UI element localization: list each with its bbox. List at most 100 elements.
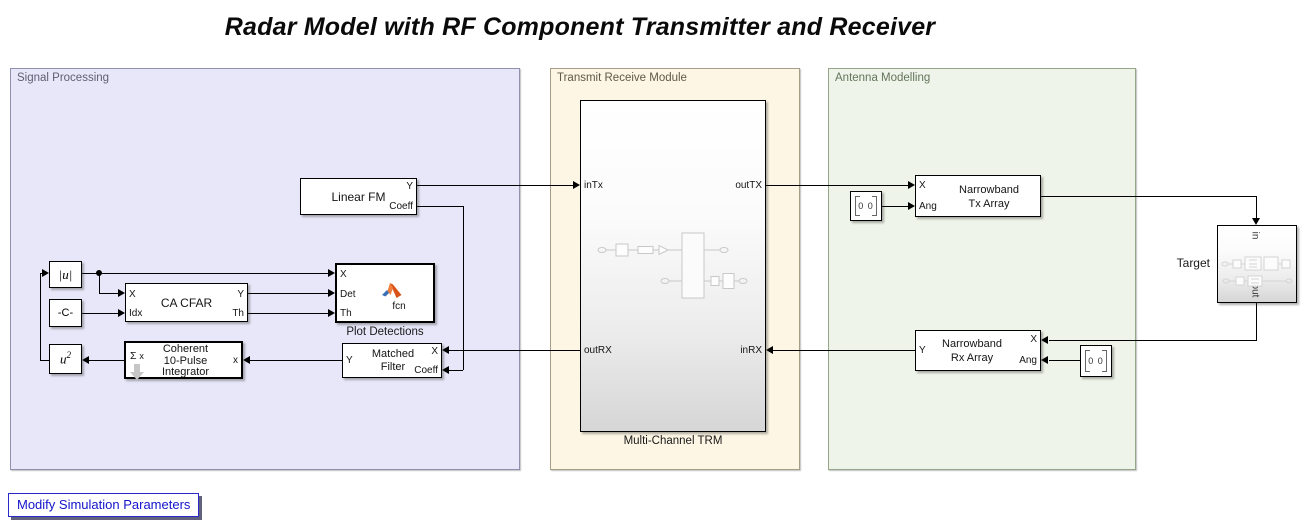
wire-rxsteer-to-ang[interactable] [1049, 360, 1080, 361]
wire-mf-to-integrator[interactable] [250, 360, 342, 361]
block-matched-filter[interactable]: Y X Coeff Matched Filter [342, 343, 442, 378]
fcn-label: fcn [392, 301, 406, 312]
port-x-lower: x [233, 355, 238, 366]
port-y: Y [237, 289, 244, 300]
arrowhead [1252, 218, 1260, 225]
block-narrowband-rx-array[interactable]: X Ang Y Narrowband Rx Array [915, 330, 1041, 371]
rx-array-line1: Narrowband [942, 338, 1002, 350]
wire-coeff-to-mf[interactable] [449, 370, 463, 371]
down-arrow-icon [130, 372, 144, 380]
integrator-line3: Integrator [161, 366, 210, 378]
rx-steer-value: 0 0 [1088, 356, 1104, 366]
wire-linearfm-to-intx[interactable] [417, 185, 573, 186]
wire-txarray-to-target-v[interactable] [1256, 196, 1257, 218]
region-signal-processing-label: Signal Processing [17, 72, 110, 84]
block-abs[interactable]: |u| [49, 261, 82, 288]
port-inrx: inRX [740, 345, 762, 356]
port-y: Y [346, 355, 353, 366]
multichannel-trm-name: Multi-Channel TRM [623, 435, 723, 447]
block-target[interactable]: in out [1217, 225, 1297, 303]
port-x: X [1030, 334, 1037, 345]
arrowhead [908, 202, 915, 210]
port-outrx: outRX [584, 345, 612, 356]
block-constant-negc[interactable]: -C- [49, 299, 82, 327]
port-x: X [129, 289, 136, 300]
port-ang: Ang [919, 201, 937, 212]
modify-simulation-parameters-label: Modify Simulation Parameters [17, 497, 191, 512]
arrowhead [82, 356, 89, 364]
port-outtx: outTX [735, 180, 762, 191]
wire-outtx-to-txarray[interactable] [766, 185, 908, 186]
block-multichannel-trm[interactable]: inTx outTX outRX inRX [580, 100, 766, 432]
port-y: Y [406, 181, 413, 192]
model-title: Radar Model with RF Component Transmitte… [224, 13, 936, 41]
arrowhead [118, 309, 125, 317]
block-narrowband-tx-array[interactable]: X Ang Narrowband Tx Array [915, 175, 1041, 217]
region-signal-processing[interactable]: Signal Processing [10, 68, 520, 470]
port-idx: Idx [129, 308, 143, 319]
rx-array-line2: Rx Array [950, 352, 994, 364]
modify-simulation-parameters-link[interactable]: Modify Simulation Parameters [8, 493, 200, 517]
port-det: Det [340, 289, 356, 300]
arrowhead [118, 289, 125, 297]
port-x: X [431, 346, 438, 357]
plot-detections-name: Plot Detections [346, 326, 424, 338]
block-ca-cfar[interactable]: X Idx Y Th CA CFAR [125, 283, 248, 322]
wire-txarray-to-target-h[interactable] [1041, 196, 1257, 197]
tx-steer-value: 0 0 [858, 201, 874, 211]
ca-cfar-label: CA CFAR [160, 296, 213, 310]
arrowhead [766, 346, 773, 354]
wire-branch-to-cfar-x[interactable] [99, 293, 118, 294]
arrowhead [442, 346, 449, 354]
port-th: Th [340, 308, 352, 319]
block-coherent-integrator[interactable]: Σ x x Coherent 10-Pulse Integrator [124, 341, 243, 380]
wire-target-out-v[interactable] [1256, 303, 1257, 340]
arrowhead [328, 289, 335, 297]
wire-square-out[interactable] [40, 360, 49, 361]
down-arrow-icon [134, 364, 140, 372]
port-ang: Ang [1019, 355, 1037, 366]
wire-square-to-abs-vertical[interactable] [40, 273, 41, 361]
block-plot-detections[interactable]: X Det Th fcn [335, 263, 435, 323]
matlab-fcn-icon [382, 283, 402, 298]
square-label: u2 [60, 350, 71, 367]
sigma-icon: Σ x [130, 350, 144, 362]
port-coeff: Coeff [414, 365, 438, 376]
block-tx-steering-constant[interactable]: 0 0 [850, 191, 882, 221]
block-rx-steering-constant[interactable]: 0 0 [1080, 345, 1112, 377]
wire-negc-to-cfar-idx[interactable] [82, 313, 118, 314]
wire-rxarray-to-inrx[interactable] [773, 350, 915, 351]
integrator-line1: Coherent [162, 343, 209, 355]
wire-coeff-horizontal[interactable] [417, 206, 463, 207]
wire-abs-in[interactable] [40, 273, 43, 274]
arrowhead [573, 181, 580, 189]
integrator-line2: 10-Pulse [163, 354, 208, 367]
target-internal-diagram [1221, 256, 1293, 287]
wire-coeff-vertical[interactable] [463, 206, 464, 370]
trm-internal-diagram [597, 232, 748, 299]
negc-label: -C- [57, 307, 74, 319]
block-linear-fm[interactable]: Y Coeff Linear FM [300, 178, 417, 215]
region-transmit-receive-module-label: Transmit Receive Module [557, 72, 687, 84]
arrowhead [328, 309, 335, 317]
wire-integrator-to-square[interactable] [89, 360, 124, 361]
region-antenna-modelling[interactable]: Antenna Modelling [828, 68, 1136, 470]
port-y: Y [919, 345, 926, 356]
arrowhead [328, 269, 335, 277]
wire-cfar-y-to-plot-det[interactable] [248, 293, 328, 294]
wire-branch-down[interactable] [99, 273, 100, 293]
wire-txsteer-to-ang[interactable] [882, 206, 908, 207]
port-intx: inTx [584, 180, 603, 191]
wire-abs-to-plot-x[interactable] [82, 273, 328, 274]
abs-label: |u| [58, 266, 73, 282]
port-x: X [340, 269, 347, 280]
arrowhead [442, 366, 449, 374]
block-square[interactable]: u2 [49, 344, 82, 374]
target-name: Target [1176, 256, 1210, 270]
wire-target-to-rxarray[interactable] [1049, 340, 1257, 341]
arrowhead [1041, 336, 1048, 344]
wire-outrx-to-mf-x[interactable] [449, 350, 580, 351]
tx-array-line1: Narrowband [959, 184, 1019, 196]
wire-cfar-th-to-plot-th[interactable] [248, 313, 328, 314]
